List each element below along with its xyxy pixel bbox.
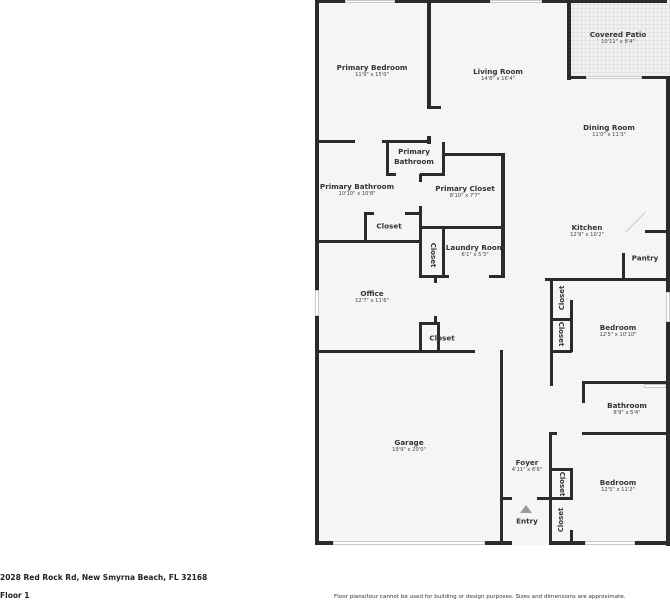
room-dining-room: Dining Room 11'0" x 11'3" xyxy=(583,123,635,138)
wall xyxy=(427,106,441,109)
wall xyxy=(549,432,552,545)
room-bedroom-2: Bedroom 12'5" x 10'10" xyxy=(599,323,637,338)
wall xyxy=(427,0,431,108)
room-closet-bed3-a: Closet xyxy=(558,471,566,497)
room-primary-bathroom-wc: Primary Bathroom xyxy=(394,147,434,166)
room-primary-closet: Primary Closet 8'10" x 7'7" xyxy=(435,184,495,199)
wall xyxy=(489,275,505,278)
window xyxy=(333,541,485,545)
wall xyxy=(419,226,504,229)
wall xyxy=(442,226,445,278)
wall xyxy=(570,530,573,544)
wall xyxy=(582,381,585,403)
room-office: Office 12'7" x 11'6" xyxy=(355,289,389,304)
wall xyxy=(501,153,505,278)
wall xyxy=(582,381,670,384)
wall xyxy=(364,212,367,242)
wall xyxy=(537,497,552,500)
wall xyxy=(550,278,553,386)
wall xyxy=(315,240,422,243)
wall xyxy=(550,497,572,500)
window xyxy=(586,76,642,79)
wall xyxy=(405,212,419,215)
room-primary-bathroom: Primary Bathroom 10'10" x 10'8" xyxy=(319,182,395,197)
wall xyxy=(582,432,670,435)
room-closet-laundry: Closet xyxy=(429,242,437,268)
wall xyxy=(434,316,437,325)
room-entry: Entry xyxy=(516,516,538,526)
window xyxy=(345,0,395,3)
wall xyxy=(567,0,571,80)
window xyxy=(585,541,635,545)
wall xyxy=(315,140,355,143)
wall xyxy=(419,322,422,352)
wall xyxy=(386,142,389,176)
room-closet-bed3-b: Closet xyxy=(557,507,565,533)
wall xyxy=(419,322,437,325)
wall xyxy=(315,350,475,353)
floor-label: Floor 1 xyxy=(0,591,30,600)
wall xyxy=(437,322,440,352)
wall xyxy=(500,350,503,545)
room-closet-bed2-b: Closet xyxy=(557,321,565,347)
room-laundry-room: Laundry Room 6'1" x 5'3" xyxy=(445,243,505,258)
room-foyer: Foyer 4'11" x 6'6" xyxy=(511,458,543,473)
wall xyxy=(622,253,625,280)
room-living-room: Living Room 14'8" x 16'4" xyxy=(473,67,523,82)
room-primary-bedroom: Primary Bedroom 11'9" x 15'0" xyxy=(336,63,408,78)
wall xyxy=(550,350,572,353)
wall xyxy=(570,468,573,500)
wall xyxy=(549,432,557,435)
wall xyxy=(382,140,430,143)
floor-main xyxy=(316,0,670,545)
window xyxy=(315,290,319,316)
wall xyxy=(442,153,504,156)
wall xyxy=(364,212,374,215)
wall xyxy=(386,173,396,176)
room-bathroom: Bathroom 8'9" x 5'4" xyxy=(607,401,647,416)
room-closet-bath: Closet xyxy=(376,221,402,231)
wall xyxy=(645,230,667,233)
wall xyxy=(545,278,670,281)
wall xyxy=(500,497,512,500)
entry-arrow-icon xyxy=(520,505,532,513)
wall xyxy=(419,174,422,182)
room-kitchen: Kitchen 12'9" x 10'2" xyxy=(570,223,604,238)
wall xyxy=(315,0,319,545)
wall xyxy=(434,275,437,283)
covered-patio-area xyxy=(569,0,670,78)
window xyxy=(490,0,542,3)
room-closet-bed2-a: Closet xyxy=(558,285,566,311)
room-covered-patio: Covered Patio 10'11" x 8'4" xyxy=(589,30,647,45)
disclaimer: Floor plans/tour cannot be used for buil… xyxy=(334,594,626,600)
room-closet-office: Closet xyxy=(429,333,455,343)
room-pantry: Pantry xyxy=(631,253,659,263)
room-garage: Garage 19'9" x 20'0" xyxy=(392,438,426,453)
window xyxy=(644,384,666,388)
window xyxy=(666,292,670,322)
wall xyxy=(550,468,572,471)
wall xyxy=(442,142,445,176)
property-address: 2028 Red Rock Rd, New Smyrna Beach, FL 3… xyxy=(0,573,208,582)
wall xyxy=(550,318,572,321)
wall xyxy=(420,173,445,176)
wall xyxy=(570,300,573,352)
room-bedroom-3: Bedroom 12'5" x 11'2" xyxy=(599,478,637,493)
